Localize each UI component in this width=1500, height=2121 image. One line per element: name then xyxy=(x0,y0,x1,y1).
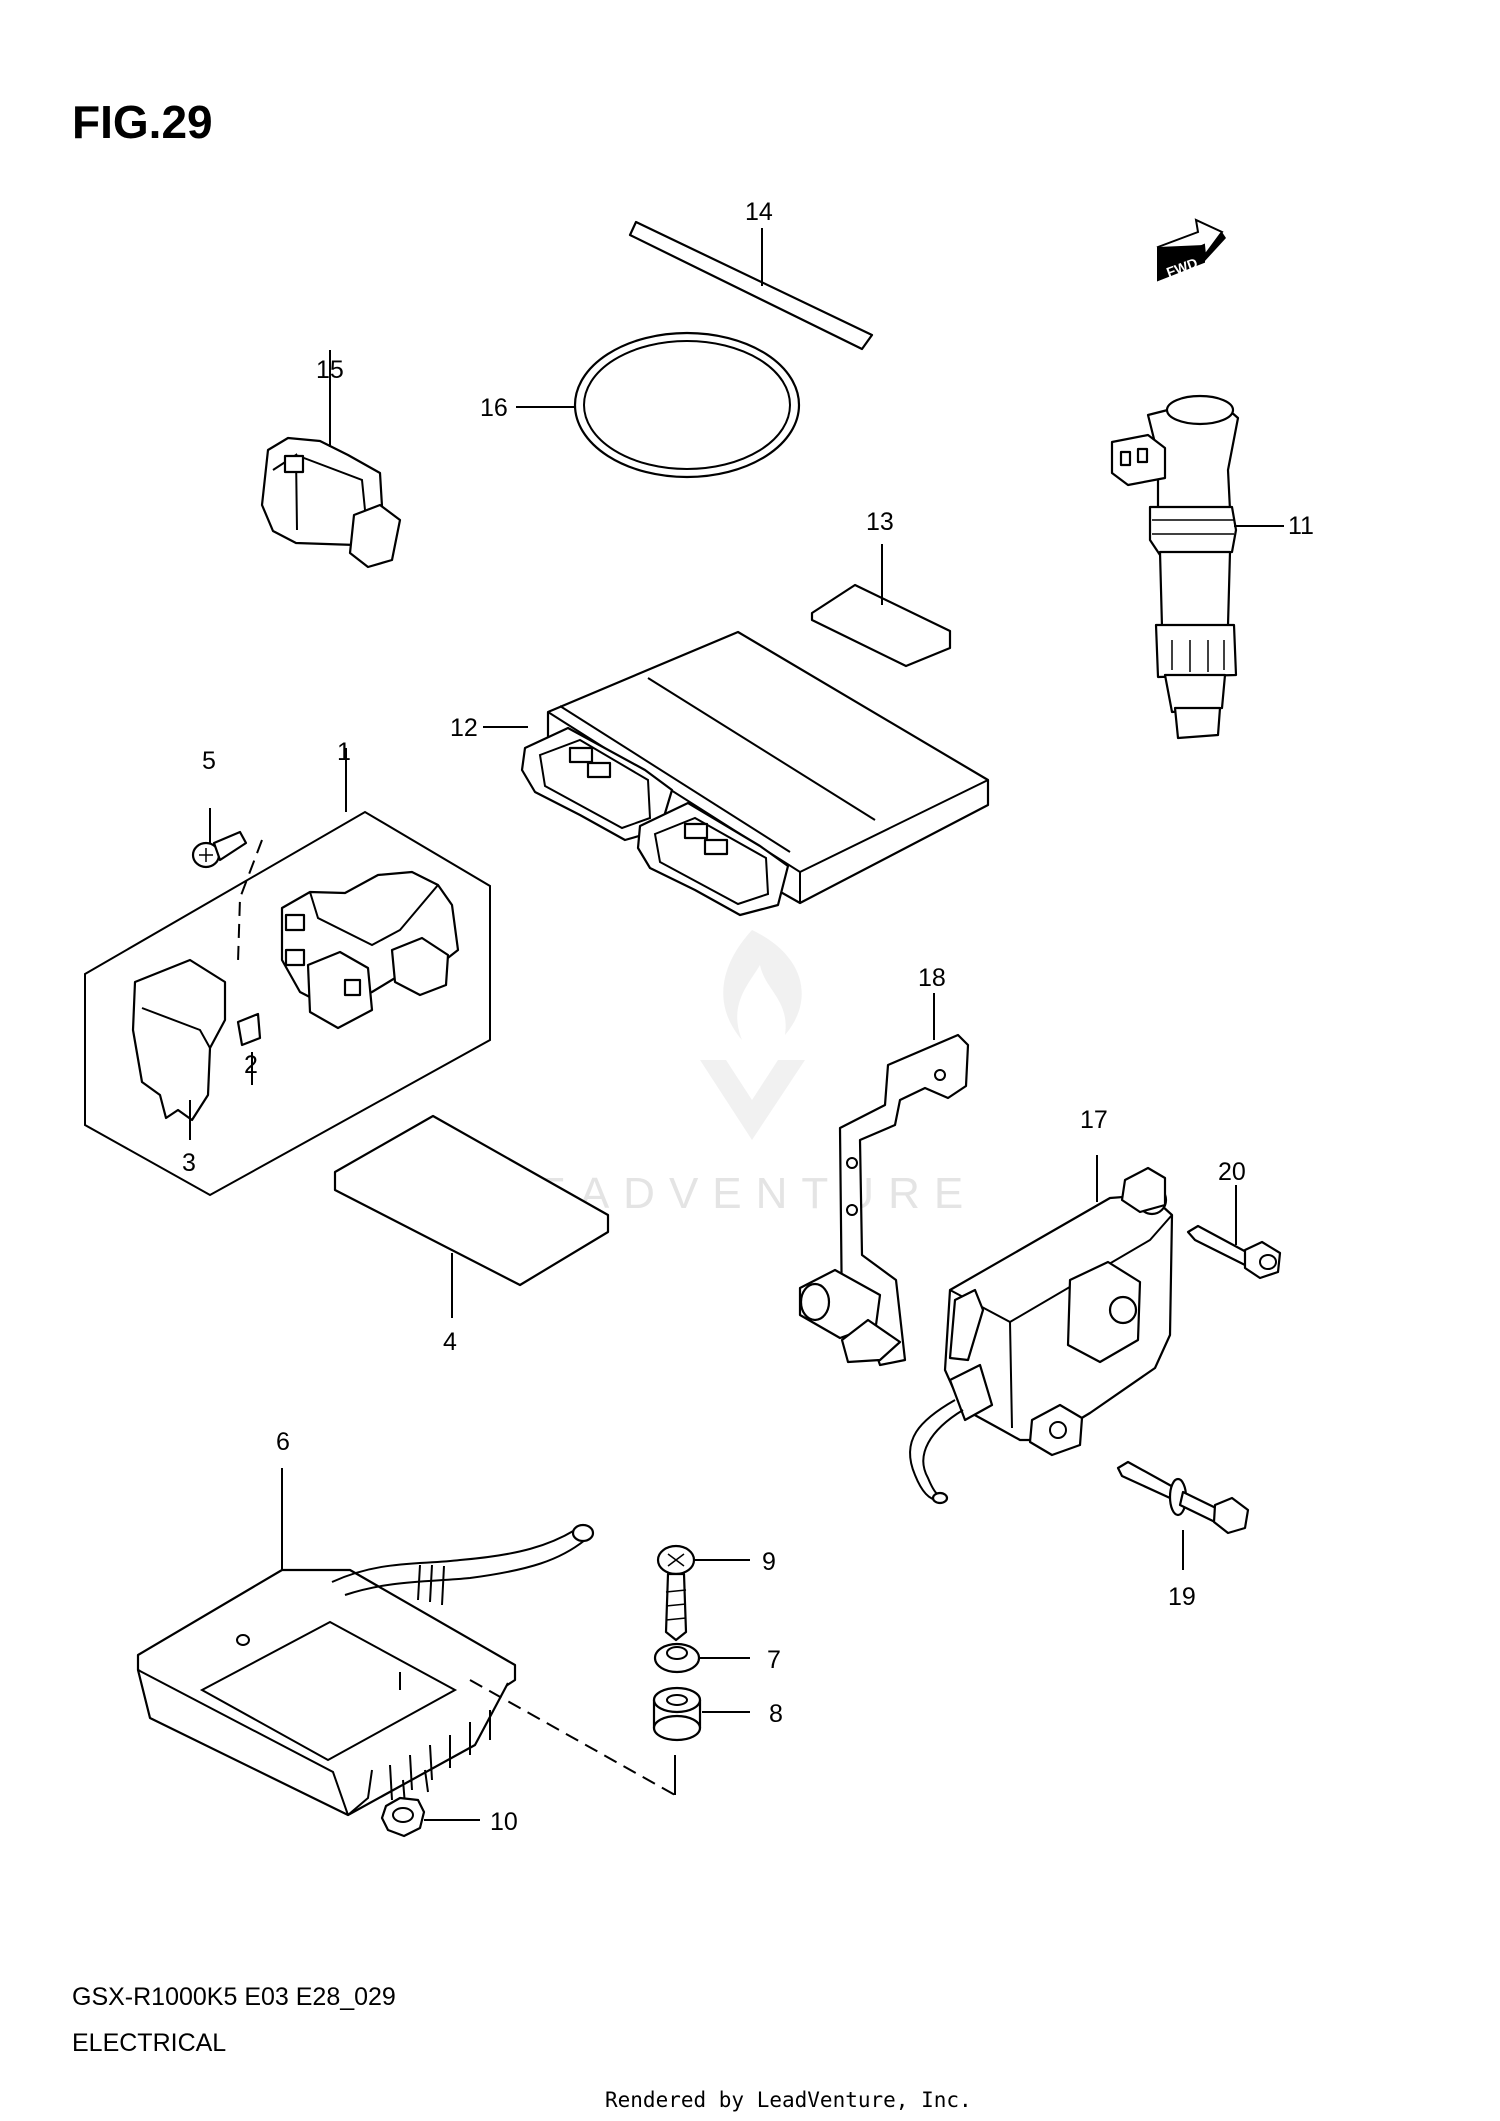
part-10-nut xyxy=(380,1796,480,1838)
callout-11: 11 xyxy=(1288,512,1314,540)
model-code: GSX-R1000K5 E03 E28_029 xyxy=(72,1983,396,2011)
callout-18: 18 xyxy=(918,964,946,992)
callout-9: 9 xyxy=(762,1548,776,1576)
part-13-pad xyxy=(810,544,952,668)
callout-19: 19 xyxy=(1168,1583,1196,1611)
part-19-bolt xyxy=(1116,1460,1250,1570)
forward-arrow-icon: FWD xyxy=(1156,218,1226,282)
part-4-pad xyxy=(333,1114,610,1318)
screw-icon xyxy=(191,830,248,869)
callout-16: 16 xyxy=(480,394,508,422)
part-20-bolt xyxy=(1186,1185,1282,1280)
flame-logo-icon xyxy=(700,930,805,1140)
callout-14: 14 xyxy=(745,198,773,226)
figure-title: FIG.29 xyxy=(72,96,213,148)
callout-4: 4 xyxy=(443,1328,457,1356)
part-11-ignition-coil xyxy=(1110,394,1284,740)
part-17-actuator xyxy=(909,1155,1174,1505)
callout-5: 5 xyxy=(202,747,216,775)
callout-20: 20 xyxy=(1218,1158,1246,1186)
part-16-o-ring xyxy=(516,331,801,479)
callout-17: 17 xyxy=(1080,1106,1108,1134)
part-15-connector xyxy=(260,350,402,569)
part-14-strip xyxy=(628,220,874,351)
part-8-grommet xyxy=(652,1686,750,1742)
callout-6: 6 xyxy=(276,1428,290,1456)
part-6-regulator xyxy=(136,1468,676,1817)
part-18-bracket xyxy=(798,993,970,1367)
callout-labels: 1 2 3 4 5 6 7 8 9 10 11 12 13 14 15 16 1… xyxy=(182,198,1314,1836)
part-12-ecu xyxy=(483,630,990,917)
callout-15: 15 xyxy=(316,356,344,384)
callout-8: 8 xyxy=(769,1700,783,1728)
part-7-washer xyxy=(653,1642,750,1674)
section-name: ELECTRICAL xyxy=(72,2029,226,2057)
callout-13: 13 xyxy=(866,508,894,536)
callout-2: 2 xyxy=(244,1051,258,1079)
part-9-bolt xyxy=(656,1544,750,1642)
callout-12: 12 xyxy=(450,714,478,742)
callout-10: 10 xyxy=(490,1808,518,1836)
callout-1: 1 xyxy=(337,738,351,766)
part-1-relay-assembly xyxy=(84,748,491,1197)
callout-3: 3 xyxy=(182,1149,196,1177)
render-credit: Rendered by LeadVenture, Inc. xyxy=(605,2088,972,2112)
callout-7: 7 xyxy=(767,1646,781,1674)
